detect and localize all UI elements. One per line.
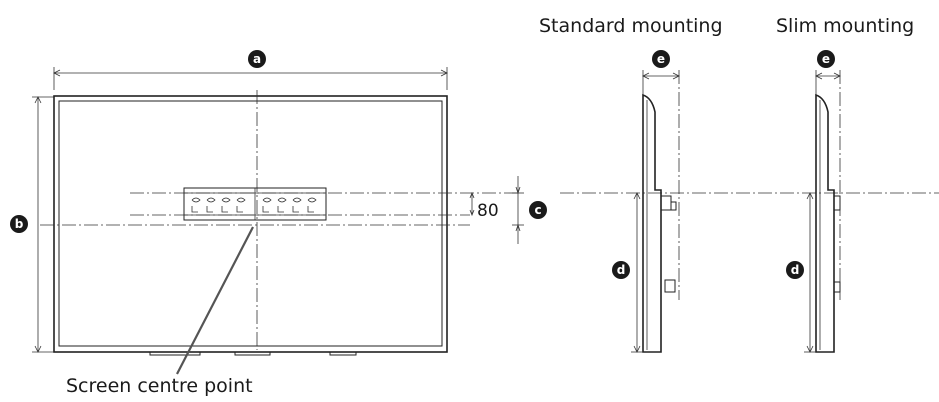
tv-frame <box>53 95 448 353</box>
svg-text:d: d <box>791 263 800 277</box>
badge-a: a <box>248 50 266 68</box>
badge-d-slim: d <box>786 261 804 279</box>
badge-e-slim: e <box>817 50 835 68</box>
svg-text:d: d <box>617 263 626 277</box>
wall-mount-bracket <box>183 187 327 221</box>
offset-80-label: 80 <box>477 201 499 221</box>
front-view: a b <box>10 50 547 397</box>
screen-centre-point-label: Screen centre point <box>66 375 253 397</box>
tv-screen <box>58 100 443 347</box>
svg-text:c: c <box>534 203 541 217</box>
svg-text:b: b <box>15 217 24 231</box>
svg-text:e: e <box>822 52 830 66</box>
svg-text:a: a <box>253 52 261 66</box>
standard-mounting-side-view: e d <box>612 50 680 353</box>
badge-b: b <box>10 215 28 233</box>
badge-e-standard: e <box>652 50 670 68</box>
badge-c: c <box>529 201 547 219</box>
badge-d-standard: d <box>612 261 630 279</box>
slim-mounting-label: Slim mounting <box>776 15 914 37</box>
svg-text:e: e <box>657 52 665 66</box>
slim-mounting-side-view: e d <box>786 50 841 353</box>
standard-mounting-label: Standard mounting <box>539 15 723 37</box>
